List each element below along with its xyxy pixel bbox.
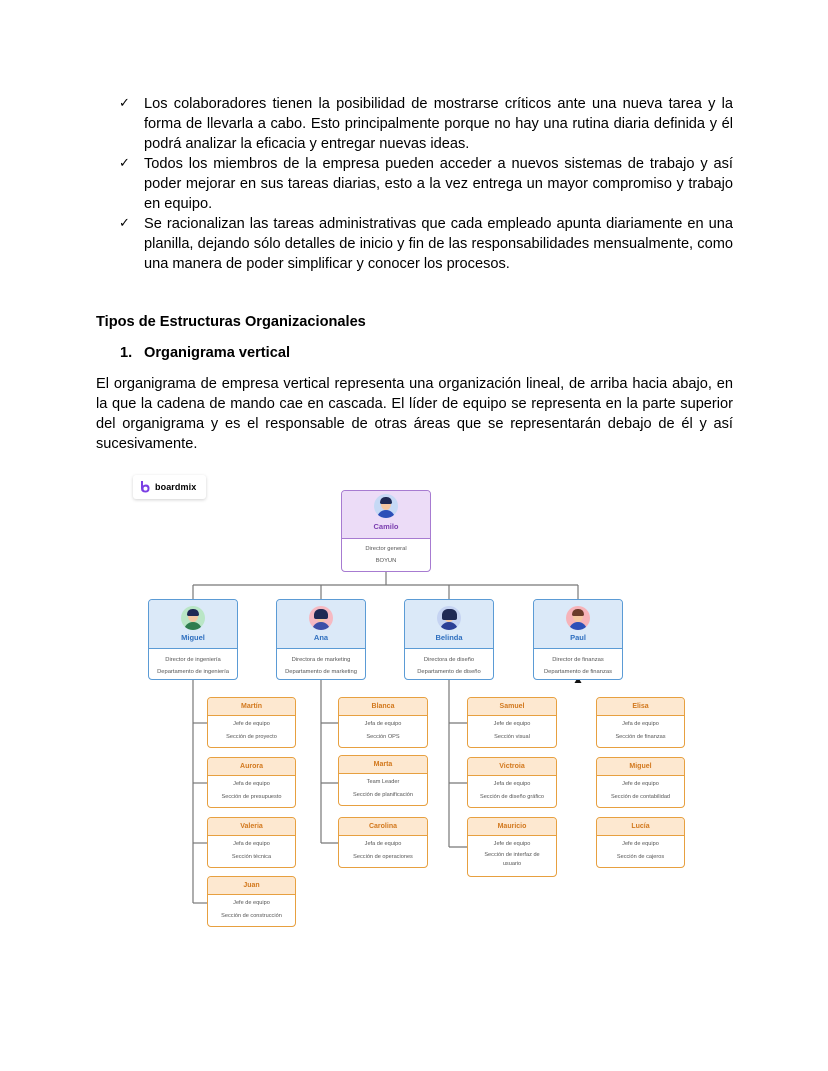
node-name: Mauricio <box>497 823 527 830</box>
node-role: Director de ingeniería <box>165 657 221 663</box>
node-name: Elisa <box>632 703 649 710</box>
checkmark-icon: ✓ <box>119 216 130 231</box>
node-section: Sección técnica <box>231 854 272 860</box>
node-role: Jefa de equipo <box>364 721 402 727</box>
node-name: Victroia <box>499 763 525 770</box>
node-section: Sección de cajeros <box>616 854 665 860</box>
section-title: Tipos de Estructuras Organizacionales <box>96 314 366 330</box>
logo-text: boardmix <box>155 482 197 492</box>
node-section: Sección de presupuesto <box>221 794 282 800</box>
node-role: Jefa de equipo <box>233 841 270 847</box>
avatar <box>374 494 398 518</box>
boardmix-logo-icon <box>141 481 150 493</box>
list-item: ✓ Se racionalizan las tareas administrati… <box>119 214 733 274</box>
benefits-list: ✓ Los colaboradores tienen la posibilidad… <box>119 94 733 274</box>
node-name: Valeria <box>240 823 263 830</box>
node-role: Team Leader <box>366 779 400 785</box>
list-item: ✓ Todos los miembros de la empresa pueden… <box>119 154 733 214</box>
node-role: Jefa de equipo <box>493 781 531 787</box>
checkmark-icon: ✓ <box>119 96 130 111</box>
node-name: Blanca <box>371 703 395 710</box>
node-role: Jefa de equipo <box>364 841 402 847</box>
node-name: Lucía <box>631 823 650 830</box>
avatar <box>181 606 205 630</box>
node-name: Paul <box>570 633 586 642</box>
node-section: Sección de construcción <box>221 913 282 919</box>
node-dept: Departamento de diseño <box>417 669 481 675</box>
bullet-text: Se racionalizan las tareas administrativ… <box>144 216 733 272</box>
node-org: BOYUN <box>375 558 397 564</box>
bullet-text: Los colaboradores tienen la posibilidad … <box>144 96 733 152</box>
node-dept: Departamento de ingeniería <box>157 669 229 675</box>
node-name: Marta <box>373 761 393 768</box>
node-section: Sección OPS <box>366 734 400 740</box>
body-paragraph: El organigrama de empresa vertical repre… <box>96 376 733 452</box>
node-role: Director de finanzas <box>552 657 604 663</box>
node-section: Sección de contabilidad <box>610 794 671 800</box>
org-node-manager: Miguel Director de ingeniería Departamen… <box>148 599 238 680</box>
node-name: Belinda <box>435 633 463 642</box>
node-role: Jefa de equipo <box>622 721 659 727</box>
node-section: Sección de interfaz de usuario <box>484 852 540 867</box>
node-role: Jefe de equipo <box>233 900 270 906</box>
org-node-manager: Paul Director de finanzas Departamento d… <box>533 599 623 680</box>
node-role: Directora de marketing <box>291 657 351 663</box>
bullet-text: Todos los miembros de la empresa pueden … <box>144 156 733 212</box>
avatar <box>309 606 333 630</box>
node-dept: Departamento de finanzas <box>544 669 612 675</box>
node-name: Miguel <box>181 633 205 642</box>
node-name: Aurora <box>240 763 263 770</box>
node-dept: Departamento de marketing <box>285 669 357 675</box>
org-node-manager: Ana Directora de marketing Departamento … <box>276 599 366 680</box>
cursor-marker-icon <box>574 677 582 683</box>
node-section: Sección de operaciones <box>353 854 413 860</box>
node-name: Martín <box>241 703 262 710</box>
node-section: Sección de finanzas <box>615 734 666 740</box>
node-section: Sección de planificación <box>352 792 413 798</box>
node-name: Juan <box>243 882 260 889</box>
checkmark-icon: ✓ <box>119 156 130 171</box>
org-node-manager: Belinda Directora de diseño Departamento… <box>404 599 494 680</box>
node-role: Jefe de equipo <box>493 721 531 727</box>
subsection-label: Organigrama vertical <box>144 345 291 361</box>
node-role: Jefe de equipo <box>622 781 659 787</box>
list-item: ✓ Los colaboradores tienen la posibilidad… <box>119 94 733 154</box>
node-role: Jefa de equipo <box>233 781 270 787</box>
node-role: Director general <box>365 546 407 552</box>
node-section: Sección visual <box>494 734 530 740</box>
subsection-title: 1. Organigrama vertical <box>120 345 290 361</box>
node-role: Jefe de equipo <box>622 841 659 847</box>
avatar <box>437 606 461 630</box>
node-section: Sección de diseño gráfico <box>479 794 545 800</box>
node-section: Sección de proyecto <box>226 734 277 740</box>
subsection-number: 1. <box>120 345 133 361</box>
node-role: Directora de diseño <box>423 657 475 663</box>
node-name: Carolina <box>368 823 397 830</box>
avatar <box>566 606 590 630</box>
boardmix-logo: boardmix <box>133 475 206 499</box>
node-name: Miguel <box>629 763 652 770</box>
node-role: Jefe de equipo <box>233 721 270 727</box>
node-name: Camilo <box>373 522 399 531</box>
node-role: Jefe de equipo <box>493 841 531 847</box>
org-node-ceo: Camilo Director general BOYUN <box>341 490 431 572</box>
node-name: Ana <box>313 633 329 642</box>
node-name: Samuel <box>499 703 525 710</box>
